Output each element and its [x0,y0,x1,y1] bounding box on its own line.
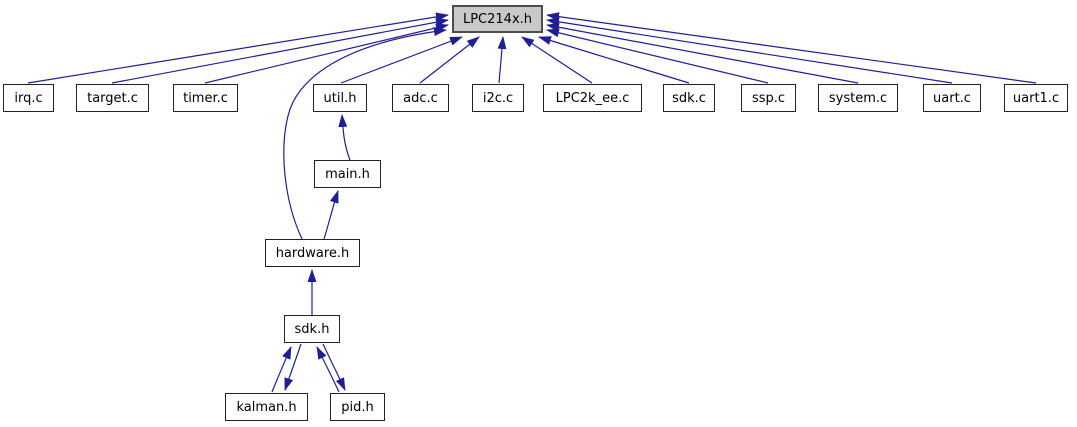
edge-hardware-h-to-lpc214x-h [283,27,447,240]
edge-irq-c-to-lpc214x-h [27,12,449,84]
node-label-target-c: target.c [87,90,138,106]
edge-kalman-h-to-sdk-h [271,346,292,393]
node-system-c[interactable]: system.c [818,84,898,112]
node-kalman-h[interactable]: kalman.h [225,393,308,421]
node-label-irq-c: irq.c [14,90,43,106]
edge-main-h-to-util-h [338,114,351,161]
node-hardware-h[interactable]: hardware.h [265,239,360,267]
node-irq-c[interactable]: irq.c [3,84,54,112]
edge-adc-c-to-lpc214x-h [419,36,480,84]
node-sdk-c[interactable]: sdk.c [663,84,715,112]
node-uart1-c[interactable]: uart1.c [1004,84,1068,112]
node-util-h[interactable]: util.h [313,84,367,112]
node-adc-c[interactable]: adc.c [392,84,449,112]
node-i2c-c[interactable]: i2c.c [472,84,524,112]
node-label-ssp-c: ssp.c [751,90,786,106]
node-label-lpc2k-ee-c: LPC2k_ee.c [555,90,630,106]
node-label-util-h: util.h [323,90,357,106]
node-label-kalman-h: kalman.h [236,399,297,415]
node-uart-c[interactable]: uart.c [923,84,981,112]
node-target-c[interactable]: target.c [76,84,149,112]
edge-sdk-c-to-lpc214x-h [538,36,690,84]
node-label-hardware-h: hardware.h [275,245,350,261]
node-label-uart1-c: uart1.c [1012,90,1060,106]
node-label-sdk-c: sdk.c [672,90,706,106]
edge-target-c-to-lpc214x-h [111,17,449,84]
node-sdk-h[interactable]: sdk.h [284,315,340,343]
edge-sdk-h-to-pid-h [322,343,346,391]
edge-sdk-h-to-kalman-h [284,343,302,391]
edge-uart1-c-to-lpc214x-h [546,12,1037,84]
node-timer-c[interactable]: timer.c [173,84,238,112]
node-label-adc-c: adc.c [403,90,438,106]
edge-ssp-c-to-lpc214x-h [546,28,769,84]
edge-uart-c-to-lpc214x-h [546,17,953,84]
node-pid-h[interactable]: pid.h [330,393,385,421]
node-ssp-c[interactable]: ssp.c [741,84,796,112]
node-lpc2k-ee-c[interactable]: LPC2k_ee.c [543,84,642,112]
edge-system-c-to-lpc214x-h [546,22,859,84]
node-label-system-c: system.c [828,90,888,106]
node-label-pid-h: pid.h [341,399,374,415]
node-label-sdk-h: sdk.h [294,321,330,337]
edge-hardware-h-to-main-h [323,190,339,240]
edge-lpc2k-ee-c-to-lpc214x-h [521,36,593,84]
node-label-timer-c: timer.c [183,90,228,106]
edge-util-h-to-lpc214x-h [340,36,463,84]
edge-timer-c-to-lpc214x-h [204,23,449,84]
node-label-lpc214x-h: LPC214x.h [462,11,533,27]
node-label-i2c-c: i2c.c [482,90,514,106]
node-main-h[interactable]: main.h [314,160,381,188]
node-label-main-h: main.h [325,166,370,182]
edge-i2c-c-to-lpc214x-h [497,36,507,84]
node-label-uart-c: uart.c [933,90,971,106]
node-lpc214x-h[interactable]: LPC214x.h [452,5,543,33]
